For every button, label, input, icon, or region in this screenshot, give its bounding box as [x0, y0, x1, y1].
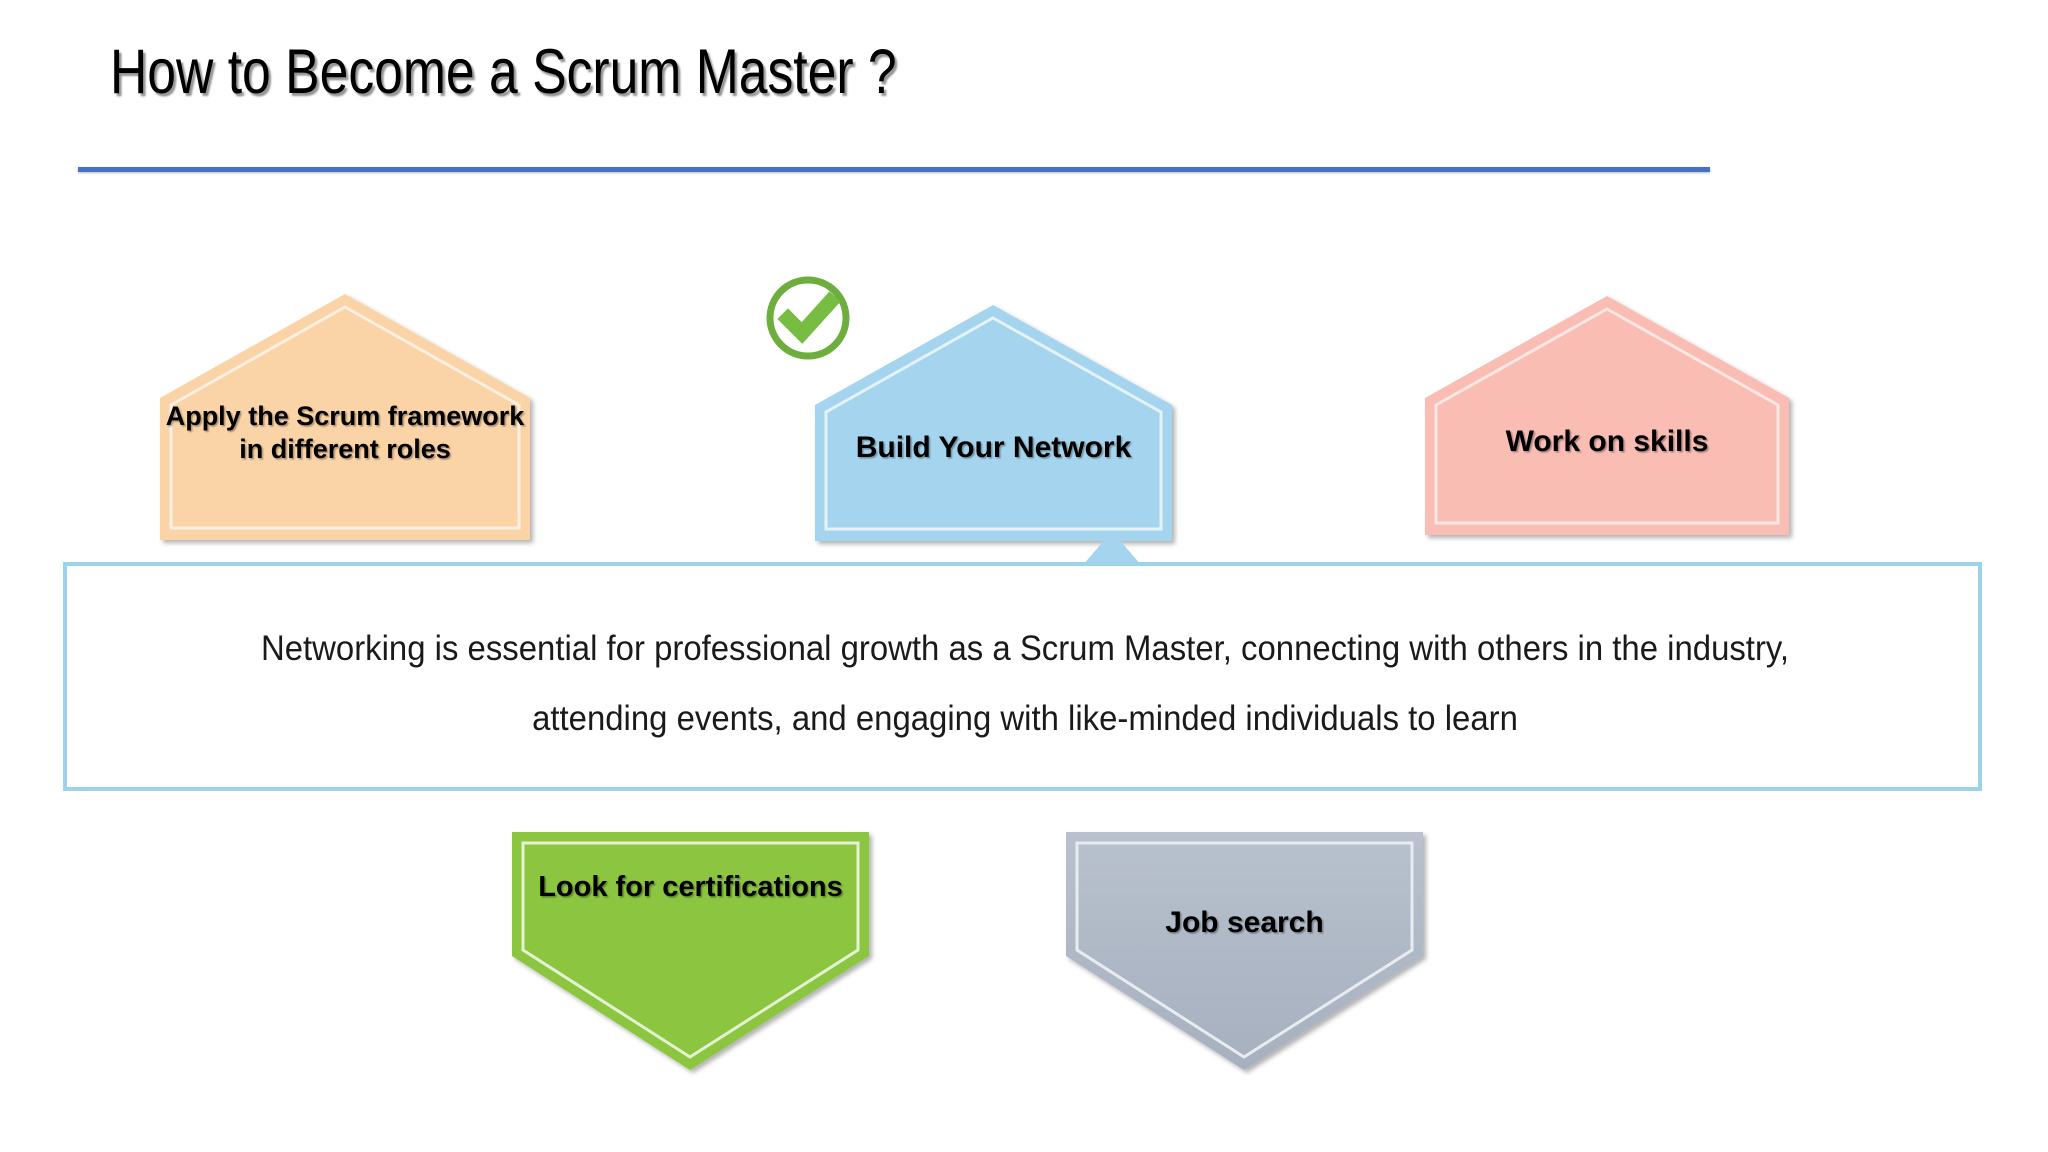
- page-title: How to Become a Scrum Master ?: [110, 37, 897, 107]
- check-circle-icon: [762, 272, 854, 364]
- callout-box: [63, 562, 1982, 791]
- title-divider-rule: [78, 167, 1710, 172]
- pentagon-build-network[interactable]: Build Your Network: [815, 305, 1172, 541]
- callout-pointer-triangle: [1083, 531, 1141, 565]
- callout-text: Networking is essential for professional…: [260, 629, 1790, 738]
- pentagon-look-for-certifications-shape: [512, 832, 869, 1070]
- pentagon-job-search[interactable]: Job search: [1066, 832, 1423, 1070]
- pentagon-work-on-skills[interactable]: Work on skills: [1425, 296, 1789, 535]
- pentagon-job-search-shape: [1066, 832, 1423, 1070]
- pentagon-look-for-certifications[interactable]: Look for certifications: [512, 832, 869, 1070]
- pentagon-apply-framework-shape: [160, 294, 530, 540]
- pentagon-work-on-skills-shape: [1425, 296, 1789, 535]
- pentagon-build-network-shape: [815, 305, 1172, 541]
- pentagon-apply-framework[interactable]: Apply the Scrum framework in different r…: [160, 294, 530, 540]
